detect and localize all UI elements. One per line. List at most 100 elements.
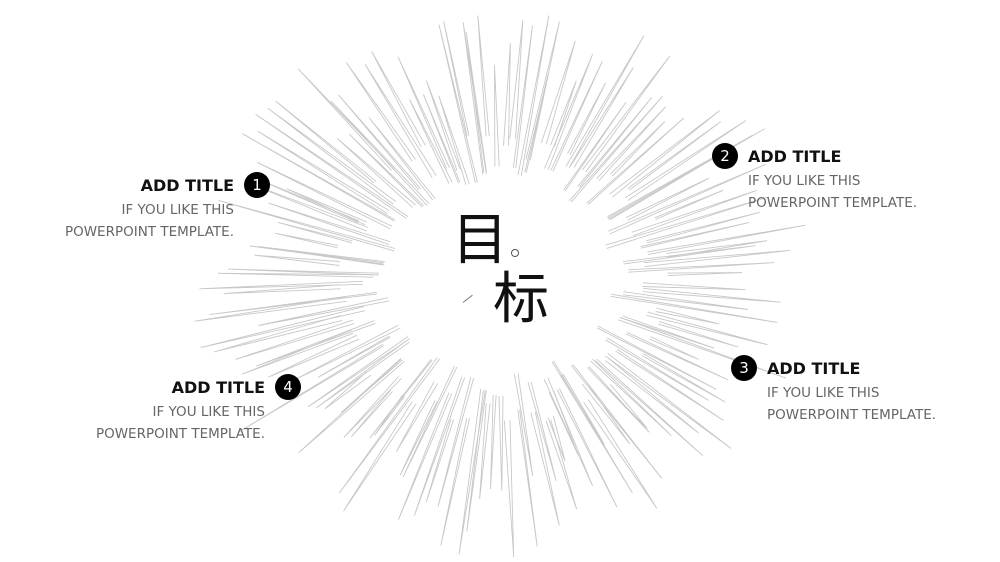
burst-spike	[337, 94, 421, 191]
burst-spike	[218, 199, 396, 252]
item-2-title: ADD TITLE	[748, 146, 842, 166]
burst-spike	[277, 221, 353, 244]
burst-spike	[477, 15, 490, 137]
burst-spike	[621, 315, 715, 349]
burst-spike	[217, 272, 374, 278]
burst-spike	[268, 334, 360, 378]
burst-spike	[640, 221, 750, 249]
burst-spike	[570, 67, 634, 168]
burst-spike	[642, 282, 746, 291]
burst-spike	[605, 196, 770, 249]
item-3-description-line-1: IF YOU LIKE THIS	[767, 385, 880, 401]
item-4-header: ADD TITLE 4	[96, 374, 301, 400]
item-1-header: ADD TITLE 1	[65, 172, 270, 198]
burst-spike	[258, 297, 389, 326]
burst-spike	[399, 400, 438, 476]
item-2-number-badge: 2	[712, 143, 738, 169]
burst-spike	[343, 401, 417, 512]
burst-spike	[297, 68, 395, 171]
burst-spike	[242, 133, 396, 222]
burst-spike	[490, 394, 497, 490]
burst-spike	[605, 357, 699, 434]
burst-spike	[550, 80, 577, 147]
burst-spike	[609, 121, 666, 177]
burst-spike	[368, 117, 436, 201]
burst-spike	[608, 163, 766, 235]
burst-spike	[275, 232, 339, 249]
burst-spike	[666, 240, 768, 258]
burst-spike	[625, 177, 710, 221]
burst-spike	[340, 358, 403, 413]
burst-spike	[213, 315, 343, 353]
burst-spike	[623, 245, 756, 265]
burst-spike	[577, 97, 653, 188]
burst-spike	[438, 95, 470, 185]
burst-spike	[350, 389, 393, 438]
burst-spike	[369, 359, 433, 439]
burst-spike	[587, 365, 650, 433]
burst-spike	[238, 343, 385, 433]
burst-spike	[631, 189, 757, 237]
burst-spike	[402, 365, 458, 478]
burst-spike	[494, 65, 500, 167]
center-character-1: 目	[452, 208, 508, 273]
burst-spike	[551, 360, 633, 494]
burst-spike	[438, 24, 478, 184]
item-3-number-badge: 3	[731, 355, 757, 381]
burst-spike	[667, 272, 742, 277]
burst-spike	[286, 188, 367, 226]
item-3-header: 3 ADD TITLE	[731, 355, 936, 381]
burst-spike	[498, 395, 504, 491]
burst-spike	[316, 339, 410, 409]
burst-spike	[479, 403, 491, 499]
burst-spike	[409, 99, 453, 184]
item-2-description-line-1: IF YOU LIKE THIS	[748, 173, 861, 189]
item-1-description-line-2: POWERPOINT TEMPLATE.	[64, 224, 234, 240]
burst-spike	[545, 419, 578, 510]
item-4-title: ADD TITLE	[171, 377, 265, 397]
burst-spike	[397, 56, 450, 169]
burst-spike	[654, 189, 724, 220]
burst-spike	[610, 293, 778, 323]
burst-spike	[503, 43, 511, 146]
burst-spike	[267, 107, 397, 205]
burst-spike	[199, 280, 363, 290]
burst-spike	[512, 25, 533, 169]
burst-spike	[223, 284, 341, 295]
burst-spike	[517, 409, 538, 547]
burst-spike	[348, 133, 425, 208]
burst-spike	[590, 358, 672, 437]
item-4-description-line-1: IF YOU LIKE THIS	[152, 404, 265, 420]
burst-spike	[517, 15, 550, 176]
burst-spike	[544, 54, 594, 170]
burst-spike	[540, 40, 576, 145]
burst-spike	[607, 134, 753, 221]
burst-spike	[509, 20, 524, 139]
burst-spike	[458, 388, 486, 555]
burst-spike	[563, 101, 627, 192]
burst-spike	[657, 320, 739, 348]
burst-spike	[194, 296, 347, 322]
burst-spike	[582, 55, 671, 173]
burst-spike	[338, 357, 441, 494]
burst-spike	[425, 80, 461, 171]
burst-spike	[343, 376, 402, 438]
burst-spike	[618, 316, 787, 379]
burst-spike	[543, 377, 594, 486]
burst-spike	[607, 128, 765, 220]
center-character-2: 标	[493, 267, 549, 332]
burst-spike	[565, 35, 645, 169]
item-3-description-line-2: POWERPOINT TEMPLATE.	[767, 407, 937, 423]
burst-spike	[440, 417, 470, 546]
item-2-description-line-2: POWERPOINT TEMPLATE.	[748, 195, 918, 211]
burst-spike	[209, 291, 378, 316]
burst-spike	[425, 418, 455, 503]
burst-spike	[395, 381, 439, 452]
item-2-header: 2 ADD TITLE	[712, 143, 917, 169]
burst-spike	[568, 95, 664, 203]
item-4-description-line-2: POWERPOINT TEMPLATE.	[95, 426, 265, 442]
burst-spike	[422, 94, 461, 184]
burst-spike	[513, 373, 534, 476]
burst-spike	[200, 306, 366, 348]
